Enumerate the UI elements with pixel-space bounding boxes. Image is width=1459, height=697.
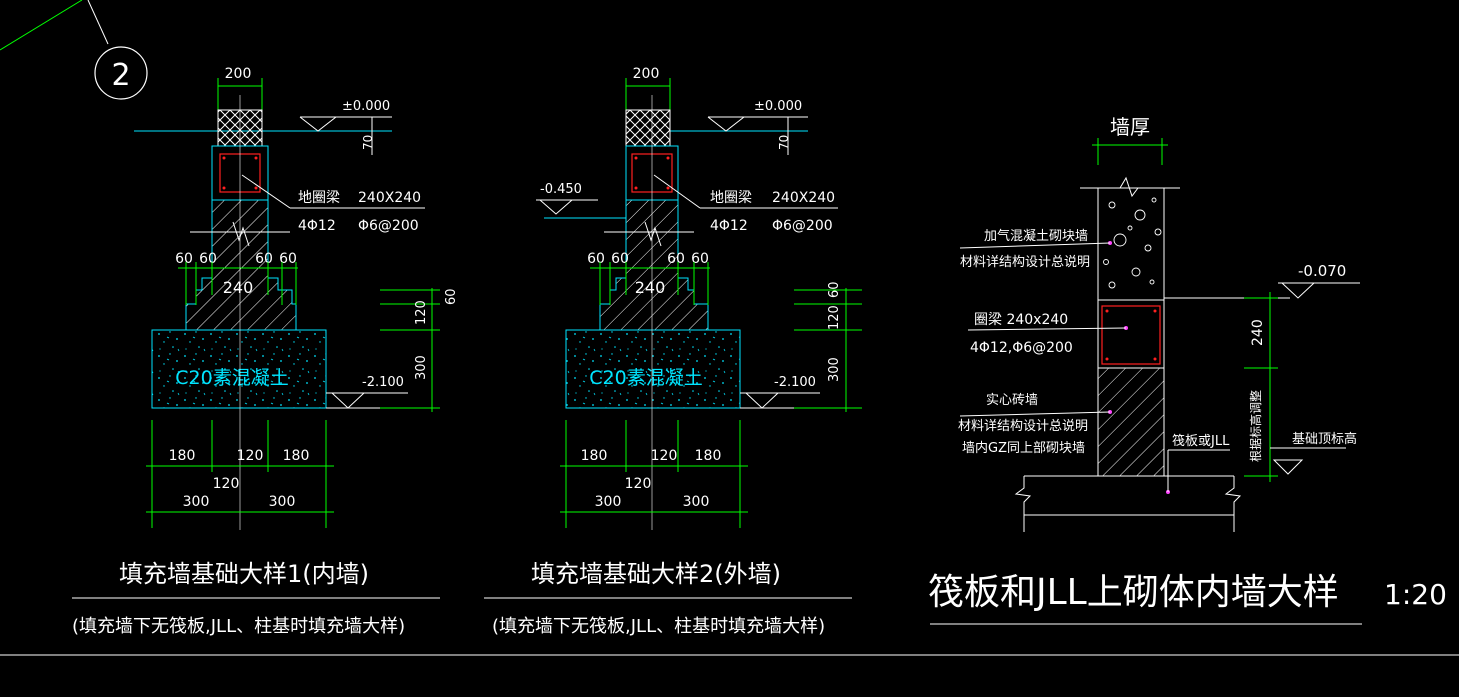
d3-elev: -0.070 <box>1298 262 1346 280</box>
d1-beam-stirrup: Φ6@200 <box>358 218 419 234</box>
d2-step-dim-1: 60 <box>587 251 605 267</box>
d2-elev-top: ±0.000 <box>754 99 802 114</box>
d1-elev-top: ±0.000 <box>342 99 390 114</box>
d1-beam-label: 地圈梁 <box>298 190 340 206</box>
d2-right-dim-120: 120 <box>827 305 842 330</box>
d1-step-dim-3: 60 <box>255 251 273 267</box>
d3-dim-240: 240 <box>1250 319 1266 346</box>
d1-bottom-dim-mid: 120 <box>213 476 240 492</box>
d1-title: 填充墙基础大样1(内墙) <box>119 560 369 588</box>
detail-1: 200 ±0.000 70 地圈梁 240X240 4Φ12 Φ6@200 60… <box>72 66 459 637</box>
d2-elev-bottom: -2.100 <box>774 375 816 390</box>
d1-concrete-label: C20素混凝土 <box>175 367 288 389</box>
d2-bottom-dim-180b: 180 <box>695 448 722 464</box>
d3-solid-label-3: 墙内GZ同上部砌块墙 <box>962 440 1085 456</box>
d3-aac-label-1: 加气混凝土砌块墙 <box>984 228 1088 244</box>
d2-bottom-dim-180a: 180 <box>581 448 608 464</box>
d1-bottom-dim-300a: 300 <box>183 494 210 510</box>
d1-dim-70: 70 <box>361 135 375 150</box>
d2-concrete-label: C20素混凝土 <box>589 367 702 389</box>
d3-solid-label-1: 实心砖墙 <box>986 393 1038 408</box>
d2-beam-rebar: 4Φ12 <box>710 218 748 234</box>
d1-right-dim-300: 300 <box>414 355 429 380</box>
d2-top-width: 200 <box>633 66 660 82</box>
d1-subtitle: (填充墙下无筏板,JLL、柱基时填充墙大样) <box>72 616 405 637</box>
d1-bottom-dim-300b: 300 <box>269 494 296 510</box>
d3-wall-thickness: 墙厚 <box>1110 115 1150 139</box>
d2-right-dim-60: 60 <box>827 281 842 298</box>
d2-dim-70: 70 <box>777 135 791 150</box>
d3-raft-label: 筏板或JLL <box>1172 433 1230 449</box>
d2-elev-side: -0.450 <box>540 182 582 197</box>
d1-top-width: 200 <box>225 66 252 82</box>
d1-step-dim-1: 60 <box>175 251 193 267</box>
d2-step-dim-3: 60 <box>667 251 685 267</box>
axis-marker-label: 2 <box>111 58 130 93</box>
d2-step-dim-2: 60 <box>611 251 629 267</box>
axis-marker: 2 <box>0 0 148 100</box>
d3-solid-label-2: 材料详结构设计总说明 <box>958 419 1088 434</box>
d2-bottom-dim-300b: 300 <box>683 494 710 510</box>
d3-ring-beam-1: 圈梁 240x240 <box>974 312 1068 328</box>
d2-title: 填充墙基础大样2(外墙) <box>531 560 781 588</box>
d1-bottom-dim-180a: 180 <box>169 448 196 464</box>
detail-3: 墙厚 加气混凝土砌块墙 材料详结构设计总说明 圈梁 240x240 4Φ12,Φ… <box>928 115 1447 625</box>
d1-bottom-dim-180b: 180 <box>283 448 310 464</box>
d3-variable-label: 根据标高调整 <box>1248 390 1263 462</box>
d1-beam-rebar: 4Φ12 <box>298 218 336 234</box>
d1-right-dim-60: 60 <box>444 288 459 305</box>
d3-title: 筏板和JLL上砌体内墙大样 <box>928 572 1339 613</box>
d3-rebar-box <box>1101 305 1161 365</box>
d3-aac-label-2: 材料详结构设计总说明 <box>960 255 1090 270</box>
d2-subtitle: (填充墙下无筏板,JLL、柱基时填充墙大样) <box>492 616 825 637</box>
d2-beam-size: 240X240 <box>772 190 835 206</box>
d3-scale: 1:20 <box>1384 578 1447 611</box>
d1-beam-size: 240X240 <box>358 190 421 206</box>
d2-right-dim-300: 300 <box>827 357 842 382</box>
d1-step-dim-4: 60 <box>279 251 297 267</box>
d2-bottom-dim-120: 120 <box>651 448 678 464</box>
d3-top-label: 基础顶标高 <box>1292 431 1357 447</box>
d2-bottom-dim-mid: 120 <box>625 476 652 492</box>
d1-bottom-dim-120: 120 <box>237 448 264 464</box>
d2-beam-stirrup: Φ6@200 <box>772 218 833 234</box>
d2-wall-width: 240 <box>635 278 666 297</box>
d1-elev-bottom: -2.100 <box>362 375 404 390</box>
d2-bottom-dim-300a: 300 <box>595 494 622 510</box>
d3-ring-beam-2: 4Φ12,Φ6@200 <box>970 340 1073 356</box>
d1-step-dim-2: 60 <box>199 251 217 267</box>
d1-wall-width: 240 <box>223 278 254 297</box>
d2-step-dim-4: 60 <box>691 251 709 267</box>
detail-2: 200 ±0.000 70 -0.450 地圈梁 240X240 4Φ12 Φ6… <box>484 66 862 637</box>
d1-right-dim-120: 120 <box>414 300 429 325</box>
d2-beam-label: 地圈梁 <box>710 190 752 206</box>
